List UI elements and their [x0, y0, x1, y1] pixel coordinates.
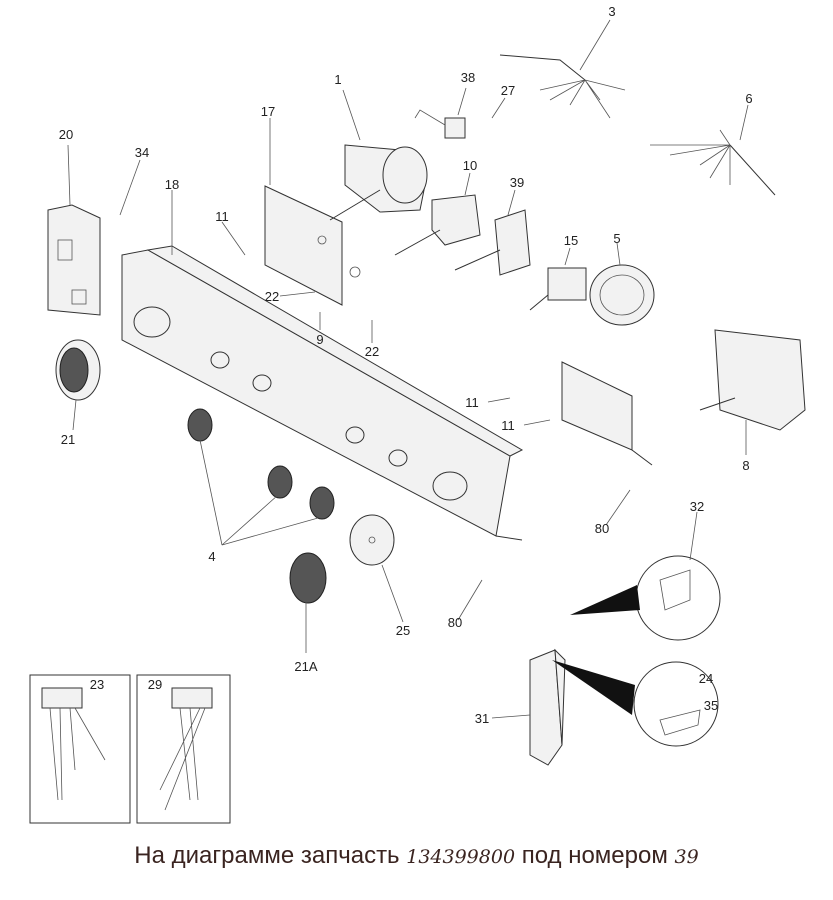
callout-15: 15 [564, 233, 578, 248]
callout-27: 27 [501, 83, 515, 98]
callout-21: 21 [61, 432, 75, 447]
callout-39: 39 [510, 175, 524, 190]
part-10 [394, 194, 481, 256]
callout-35: 35 [704, 698, 718, 713]
callout-18: 18 [165, 177, 179, 192]
callout-23: 23 [90, 677, 104, 692]
callout-25: 25 [396, 623, 410, 638]
part-38 [414, 109, 466, 139]
knobs-4 [187, 408, 335, 520]
callout-32: 32 [690, 499, 704, 514]
callout-10: 10 [463, 158, 477, 173]
callout-5: 5 [613, 231, 620, 246]
right-bracket [561, 361, 653, 466]
inset-23 [29, 674, 131, 824]
console-panel [121, 245, 524, 541]
knob-21a [289, 552, 327, 604]
timer-part [329, 144, 428, 221]
part-8-motor [699, 329, 806, 431]
callout-6: 6 [745, 91, 752, 106]
caption-part-ref: 39 [674, 846, 699, 868]
callout-22b: 22 [365, 344, 379, 359]
part-5-pressure-switch [589, 264, 655, 326]
callout-21a: 21A [294, 659, 317, 674]
callout-1: 1 [334, 72, 341, 87]
callout-9: 9 [316, 332, 323, 347]
callout-80a: 80 [595, 521, 609, 536]
zoom-detail-24-35 [552, 660, 719, 747]
callout-29: 29 [148, 677, 162, 692]
caption-prefix: На диаграмме запчасть [134, 842, 400, 869]
callout-20: 20 [59, 127, 73, 142]
callout-34: 34 [135, 145, 149, 160]
part-31-bracket [529, 648, 566, 766]
inset-29 [136, 674, 231, 824]
callout-17: 17 [261, 104, 275, 119]
part-39-switch [454, 209, 531, 276]
left-bracket [264, 185, 361, 306]
leader-lines [67, 19, 749, 719]
callout-80b: 80 [448, 615, 462, 630]
caption-middle: под номером [521, 842, 668, 869]
callout-22a: 22 [265, 289, 279, 304]
callout-31: 31 [475, 711, 489, 726]
caption: На диаграмме запчасть 134399800 под номе… [0, 842, 833, 870]
callout-11b: 11 [465, 395, 479, 410]
callout-3: 3 [608, 4, 615, 19]
callout-24: 24 [699, 671, 713, 686]
callout-38: 38 [461, 70, 475, 85]
zoom-detail-32 [570, 555, 721, 641]
part-25-disc [349, 514, 395, 566]
part-15 [529, 267, 587, 311]
knob-21 [55, 339, 101, 401]
part-20-bracket [47, 204, 101, 316]
caption-part-number: 134399800 [406, 846, 516, 868]
callout-8: 8 [742, 458, 749, 473]
wire-harness-3 [499, 54, 626, 119]
wire-harness-6 [650, 129, 776, 196]
callout-4: 4 [208, 549, 215, 564]
callout-labels: 1 3 6 38 27 17 10 39 20 34 18 11 15 5 22… [59, 4, 753, 726]
callout-11: 11 [215, 209, 229, 224]
callout-11c: 11 [501, 418, 515, 433]
